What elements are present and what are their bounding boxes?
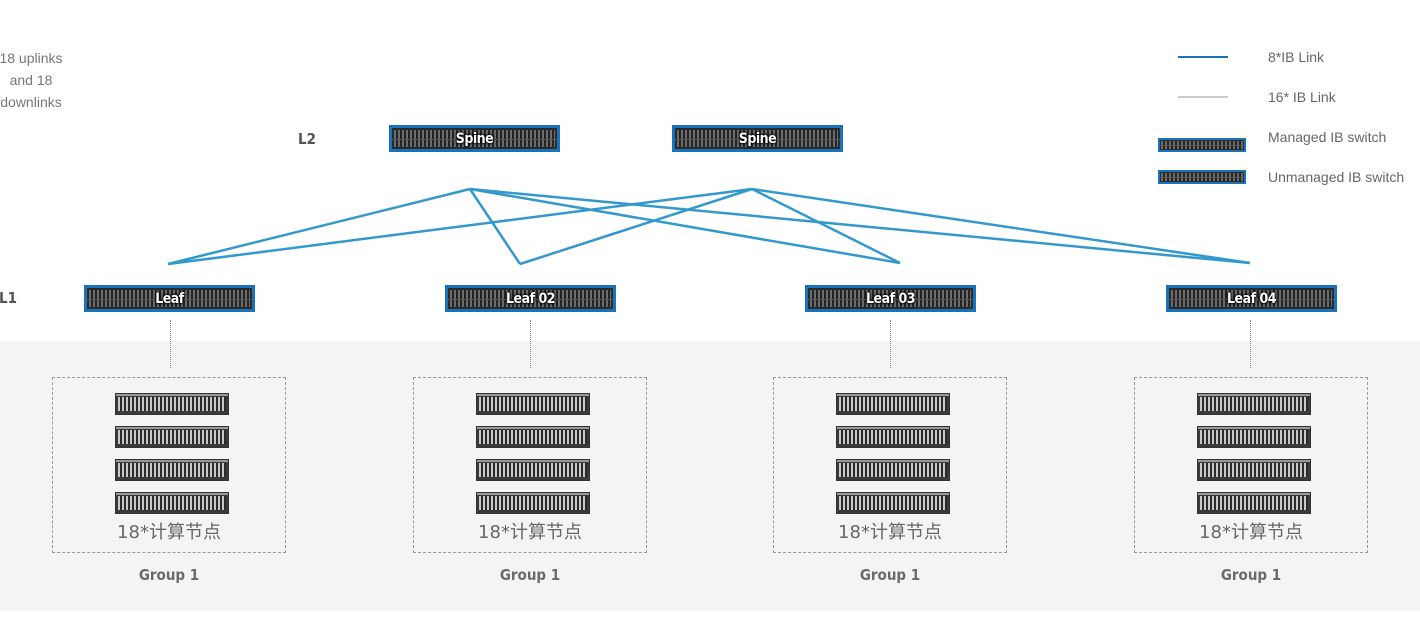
spine-switch-label: Spine [738,130,777,147]
nodes-caption: 18*计算节点 [838,522,942,543]
server-icon [115,426,229,448]
link-spine1-leaf3 [469,187,901,265]
compute-group-3: 18*计算节点 [773,377,1007,553]
leaf-switch-3[interactable]: Leaf 03 [805,285,976,312]
leaf-group-connector [170,320,171,368]
server-icon [115,393,229,415]
server-icon [1197,459,1311,481]
nodes-caption: 18*计算节点 [117,522,221,543]
note-line: 18 uplinks [0,50,63,66]
link-spine1-leaf4 [469,187,1251,265]
legend-managed-switch-icon [1158,138,1246,152]
server-icon [1197,426,1311,448]
compute-group-1: 18*计算节点 [52,377,286,553]
server-icon [476,459,590,481]
compute-area-background [0,341,1420,611]
group-label: Group 1 [1220,566,1282,584]
compute-group-2: 18*计算节点 [413,377,647,553]
link-spine2-leaf2 [519,187,753,266]
leaf-group-connector [530,320,531,368]
legend-unmanaged-switch-icon [1158,170,1246,184]
server-icon [1197,492,1311,514]
spine-switch-1[interactable]: Spine [389,125,560,152]
leaf-group-connector [890,320,891,368]
server-icon [836,393,950,415]
legend-8ib-link-label: 8*IB Link [1268,49,1325,65]
server-icon [836,426,950,448]
spine-switch-2[interactable]: Spine [672,125,843,152]
server-icon [1197,393,1311,415]
link-spine1-leaf2 [468,188,522,265]
leaf-switch-2[interactable]: Leaf 02 [445,285,616,312]
compute-group-4: 18*计算节点 [1134,377,1368,553]
link-spine2-leaf1 [167,187,753,266]
legend-managed-switch-label: Managed IB switch [1268,129,1387,145]
server-icon [115,492,229,514]
spine-switch-label: Spine [455,130,494,147]
level-label-l2: L2 [298,130,316,148]
leaf-switch-4[interactable]: Leaf 04 [1166,285,1337,312]
group-label: Group 1 [499,566,561,584]
server-icon [115,459,229,481]
leaf-switch-label: Leaf 03 [866,290,915,307]
link-spine1-leaf1 [167,187,471,266]
group-label: Group 1 [138,566,200,584]
server-icon [476,426,590,448]
leaf-switch-1[interactable]: Leaf [84,285,255,312]
leaf-switch-label: Leaf 02 [506,290,555,307]
group-label: Group 1 [859,566,921,584]
link-spine2-leaf4 [751,187,1251,265]
server-icon [476,492,590,514]
note-line: downlinks [0,94,62,110]
leaf-group-connector [1250,320,1251,368]
link-spine2-leaf3 [751,187,901,265]
legend-16ib-link-label: 16* IB Link [1268,89,1336,105]
level-label-l1: L1 [0,289,17,307]
server-icon [836,492,950,514]
leaf-switch-label: Leaf [155,290,184,307]
server-icon [476,393,590,415]
legend-unmanaged-switch-label: Unmanaged IB switch [1268,169,1405,185]
nodes-caption: 18*计算节点 [478,522,582,543]
nodes-caption: 18*计算节点 [1199,522,1303,543]
uplink-note: 18 uplinks and 18 downlinks [0,47,76,113]
server-icon [836,459,950,481]
note-line: and 18 [9,72,53,88]
leaf-switch-label: Leaf 04 [1227,290,1276,307]
